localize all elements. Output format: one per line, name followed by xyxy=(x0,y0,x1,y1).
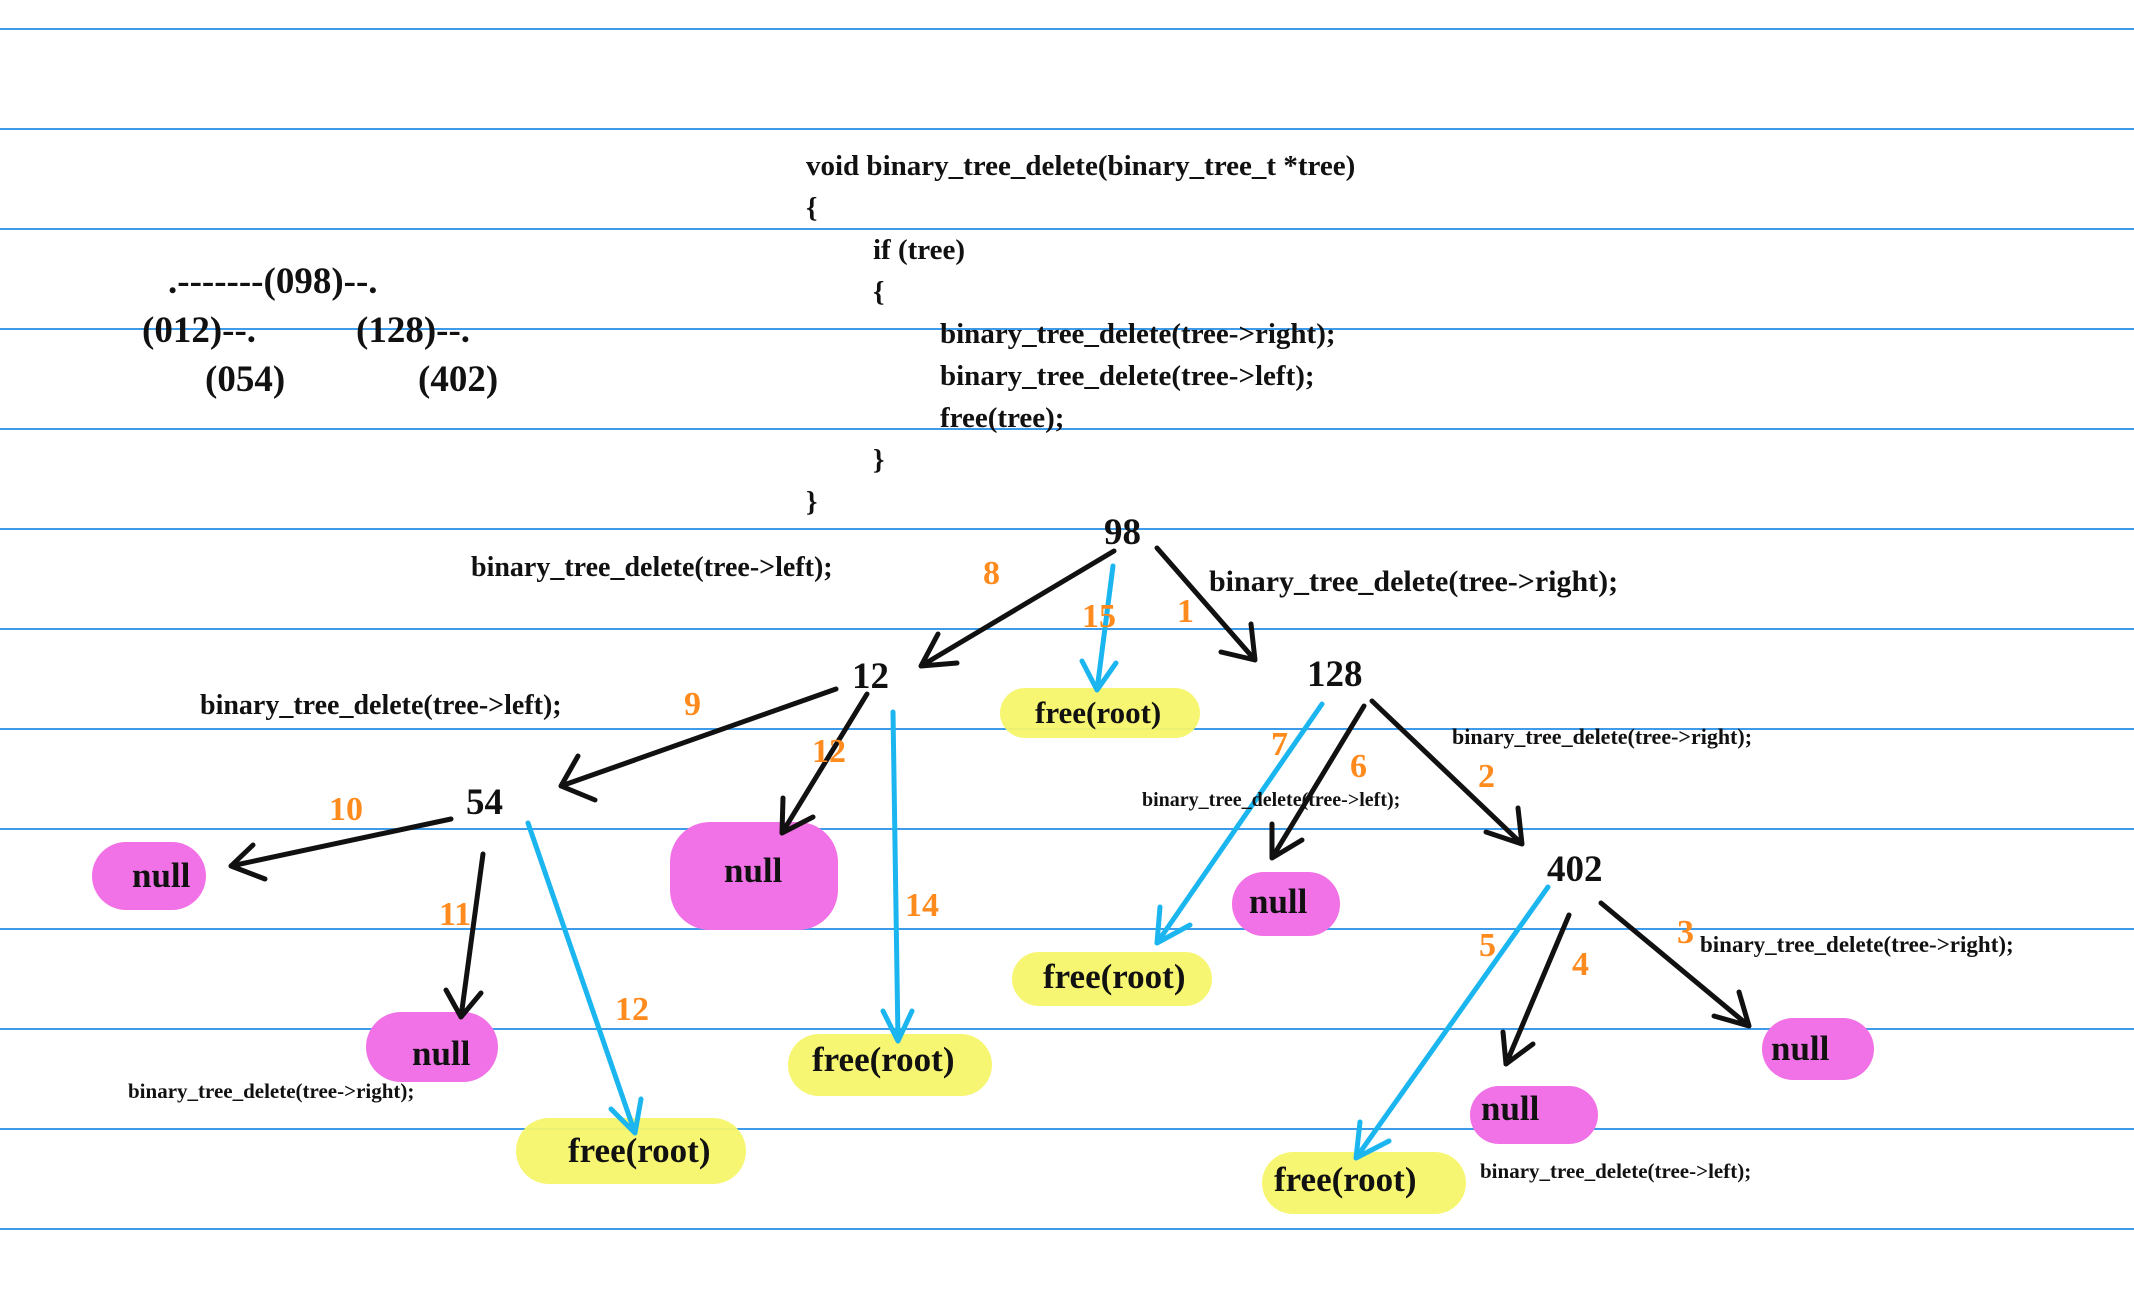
highlight-free-402 xyxy=(1262,1152,1466,1214)
free-root-402: free(root) xyxy=(1274,1160,1417,1199)
arrow-98-to-128 xyxy=(1154,545,1258,663)
code-line-close-brace: } xyxy=(806,486,818,518)
step-number-4: 4 xyxy=(1572,946,1589,983)
ruled-lines xyxy=(0,28,2134,1230)
arrow-12-free xyxy=(880,709,915,1044)
null-128: null xyxy=(1249,882,1308,921)
free-root-128: free(root) xyxy=(1043,957,1186,996)
tree-node-128: 128 xyxy=(1307,654,1363,695)
call-label-98-left: binary_tree_delete(tree->left); xyxy=(471,552,833,583)
step-number-6: 6 xyxy=(1350,748,1367,785)
call-label-128-left: binary_tree_delete(tree->left); xyxy=(1142,789,1401,811)
code-line-open-brace: { xyxy=(806,192,818,224)
step-number-15: 15 xyxy=(1082,598,1116,635)
call-label-402-left: binary_tree_delete(tree->left); xyxy=(1480,1159,1752,1183)
step-number-7: 7 xyxy=(1271,726,1288,763)
tree-node-98: 98 xyxy=(1104,512,1141,553)
step-number-3: 3 xyxy=(1677,914,1694,951)
code-line-if-close-brace: } xyxy=(873,444,885,476)
step-number-8: 8 xyxy=(983,555,1000,592)
step-number-11: 11 xyxy=(439,896,472,933)
highlight-null-128 xyxy=(1232,872,1340,936)
call-label-128-right: binary_tree_delete(tree->right); xyxy=(1452,724,1753,749)
call-label-98-right: binary_tree_delete(tree->right); xyxy=(1209,565,1619,598)
code-line-if-open-brace: { xyxy=(873,276,885,308)
call-label-54-right: binary_tree_delete(tree->right); xyxy=(128,1079,415,1103)
free-root-12: free(root) xyxy=(812,1040,955,1079)
tree-node-12: 12 xyxy=(852,656,889,697)
arrow-402-free xyxy=(1353,884,1551,1161)
step-number-1: 1 xyxy=(1177,593,1194,630)
highlight-null-54-right xyxy=(366,1012,498,1082)
null-54-left: null xyxy=(132,856,191,895)
step-number-10: 10 xyxy=(329,791,363,828)
highlight-free-98 xyxy=(1000,688,1200,738)
highlight-free-12 xyxy=(788,1034,992,1096)
null-54-right: null xyxy=(412,1034,471,1073)
highlight-free-128 xyxy=(1012,952,1212,1006)
arrow-54-to-null-left xyxy=(228,816,454,882)
null-402-right: null xyxy=(1771,1029,1830,1068)
highlight-null-54-left xyxy=(92,842,206,910)
code-line-delete-left: binary_tree_delete(tree->left); xyxy=(940,360,1315,392)
code-line-free: free(tree); xyxy=(940,402,1065,434)
free-root-98: free(root) xyxy=(1035,695,1162,730)
call-label-12-left: binary_tree_delete(tree->left); xyxy=(200,690,562,721)
ascii-tree-row3-left: (054) xyxy=(205,359,286,400)
ascii-tree-row2-left: (012)--. xyxy=(142,310,257,351)
arrow-402-to-null-right xyxy=(1598,900,1752,1029)
arrow-128-free xyxy=(1154,701,1325,946)
arrow-128-to-402 xyxy=(1369,698,1525,847)
null-402-left: null xyxy=(1481,1089,1540,1128)
arrow-54-free xyxy=(525,820,644,1136)
step-number-5: 5 xyxy=(1479,927,1496,964)
arrow-54-to-null-right xyxy=(443,851,486,1020)
step-number-12-12: 12 xyxy=(812,733,846,770)
call-label-402-right: binary_tree_delete(tree->right); xyxy=(1700,932,2014,957)
ascii-tree-row2-right: (128)--. xyxy=(356,310,471,351)
highlight-null-12 xyxy=(670,822,838,930)
highlight-null-402-right xyxy=(1762,1018,1874,1080)
ascii-tree-row1: .-------(098)--. xyxy=(168,261,378,302)
highlight-null-402-left xyxy=(1470,1086,1598,1144)
arrow-98-free xyxy=(1079,563,1119,693)
code-line-if: if (tree) xyxy=(873,234,966,266)
tree-node-54: 54 xyxy=(466,782,503,823)
null-12: null xyxy=(724,851,783,890)
code-line-signature: void binary_tree_delete(binary_tree_t *t… xyxy=(806,150,1356,182)
step-number-12-54: 12 xyxy=(615,991,649,1028)
arrow-128-to-null xyxy=(1269,703,1367,861)
ascii-tree-row3-right: (402) xyxy=(418,359,499,400)
arrow-12-to-null xyxy=(779,691,870,836)
arrow-98-to-12 xyxy=(918,548,1117,669)
step-number-2: 2 xyxy=(1478,758,1495,795)
tree-node-402: 402 xyxy=(1547,849,1603,890)
step-number-9: 9 xyxy=(684,686,701,723)
free-root-54: free(root) xyxy=(568,1131,711,1170)
arrow-402-to-null-left xyxy=(1500,912,1572,1067)
arrow-12-to-54 xyxy=(558,686,839,803)
step-number-14: 14 xyxy=(905,887,939,924)
code-line-delete-right: binary_tree_delete(tree->right); xyxy=(940,318,1336,350)
